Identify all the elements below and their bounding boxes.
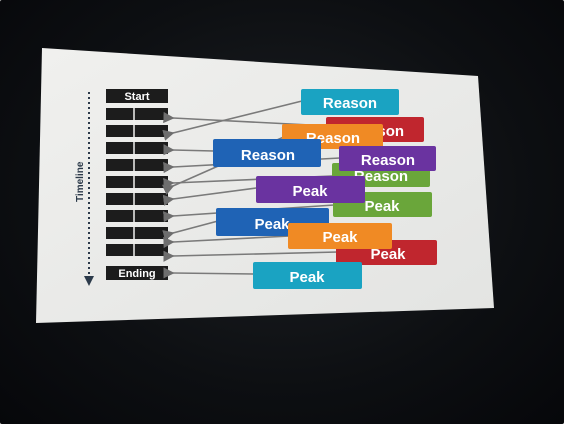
card-reason-blue bbox=[213, 139, 321, 167]
timeline-bar bbox=[106, 193, 168, 205]
timeline-arrowhead bbox=[84, 276, 94, 286]
start-bar bbox=[106, 89, 168, 103]
card-reason-blue-label: Reason bbox=[241, 147, 295, 164]
arrow-line bbox=[163, 144, 215, 156]
timeline-bar bbox=[106, 108, 168, 120]
card-peak-purple-label: Peak bbox=[292, 183, 328, 200]
timeline-bar bbox=[106, 159, 168, 171]
card-peak-orange bbox=[288, 223, 392, 249]
bar-column: Start Ending bbox=[106, 89, 168, 280]
card-reason-purple bbox=[339, 146, 436, 171]
start-label: Start bbox=[124, 91, 149, 103]
card-reason-green-label: Reason bbox=[354, 168, 408, 185]
timeline-bar bbox=[106, 125, 168, 137]
card-peak-cyan-label: Peak bbox=[289, 269, 325, 286]
card-peak-orange-label: Peak bbox=[322, 229, 358, 246]
timeline-label: Timeline bbox=[75, 161, 86, 202]
card-peak-purple bbox=[256, 176, 365, 203]
card-reason-cyan bbox=[301, 89, 399, 115]
ending-bar bbox=[106, 266, 168, 280]
card-reason-cyan-label: Reason bbox=[323, 95, 377, 112]
cards: Reason Reason Reason Reason Reason Reaso… bbox=[213, 89, 437, 289]
card-peak-blue-label: Peak bbox=[254, 216, 290, 233]
timeline-bar bbox=[106, 176, 168, 188]
arrow-line bbox=[162, 187, 257, 206]
card-peak-green-label: Peak bbox=[364, 198, 400, 215]
arrow-line bbox=[163, 250, 339, 262]
card-reason-purple-label: Reason bbox=[361, 152, 415, 169]
card-peak-cyan bbox=[253, 262, 362, 289]
arrow-line bbox=[162, 220, 219, 241]
timeline-bar bbox=[106, 227, 168, 239]
timeline-bar bbox=[106, 142, 168, 154]
arrow-line bbox=[163, 235, 291, 249]
card-peak-red-label: Peak bbox=[370, 246, 406, 263]
timeline-bar bbox=[106, 210, 168, 222]
ending-label: Ending bbox=[118, 268, 155, 280]
arrow-line bbox=[163, 267, 255, 279]
timeline-bar bbox=[106, 244, 168, 256]
arrow-line bbox=[162, 100, 303, 141]
